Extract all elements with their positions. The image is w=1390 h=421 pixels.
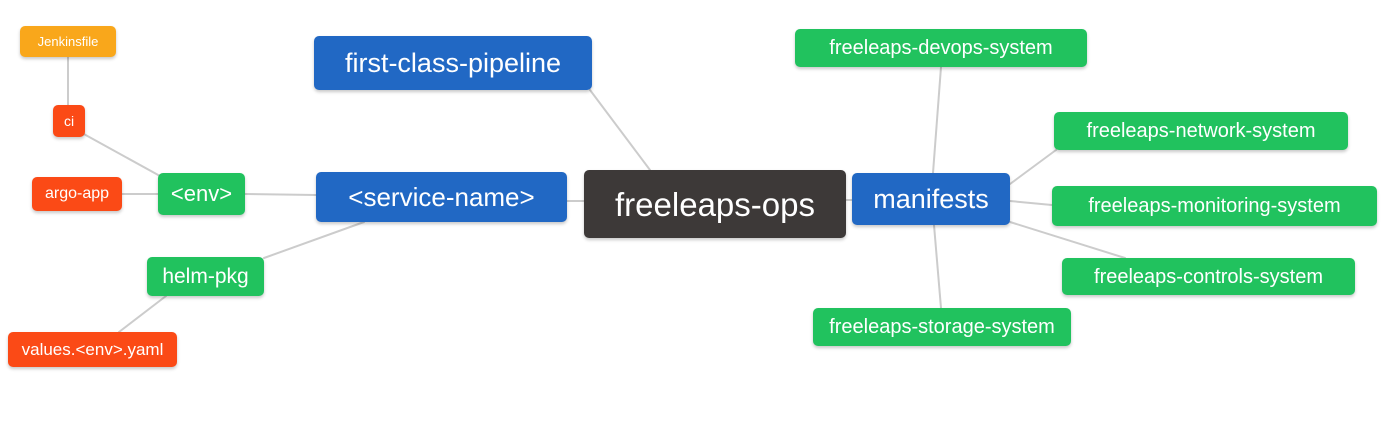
edge-fcp-freeleaps-ops [589,89,651,171]
node-manifests[interactable]: manifests [852,173,1010,225]
edge-env-service-name [244,193,317,196]
node-ci[interactable]: ci [53,105,85,137]
edge-manifests-devops [932,66,942,174]
node-argo-app[interactable]: argo-app [32,177,122,211]
node-first-class-pipeline[interactable]: first-class-pipeline [314,36,592,90]
node-freeleaps-network-system[interactable]: freeleaps-network-system [1054,112,1348,150]
node-service-name[interactable]: <service-name> [316,172,567,222]
node-env[interactable]: <env> [158,173,245,215]
node-values-env-yaml[interactable]: values.<env>.yaml [8,332,177,367]
edge-helm-pkg-service-name [263,221,365,259]
edge-manifests-storage [933,224,942,309]
node-freeleaps-ops-root[interactable]: freeleaps-ops [584,170,846,238]
node-freeleaps-storage-system[interactable]: freeleaps-storage-system [813,308,1071,346]
edge-ci-env [81,132,161,177]
edge-manifests-network [1009,149,1057,185]
node-freeleaps-monitoring-system[interactable]: freeleaps-monitoring-system [1052,186,1377,226]
edge-manifests-monitoring [1009,200,1053,206]
node-freeleaps-devops-system[interactable]: freeleaps-devops-system [795,29,1087,67]
node-jenkinsfile[interactable]: Jenkinsfile [20,26,116,57]
node-helm-pkg[interactable]: helm-pkg [147,257,264,296]
edge-values-helm-pkg [118,295,167,333]
node-freeleaps-controls-system[interactable]: freeleaps-controls-system [1062,258,1355,295]
edge-manifests-controls [1009,221,1126,259]
